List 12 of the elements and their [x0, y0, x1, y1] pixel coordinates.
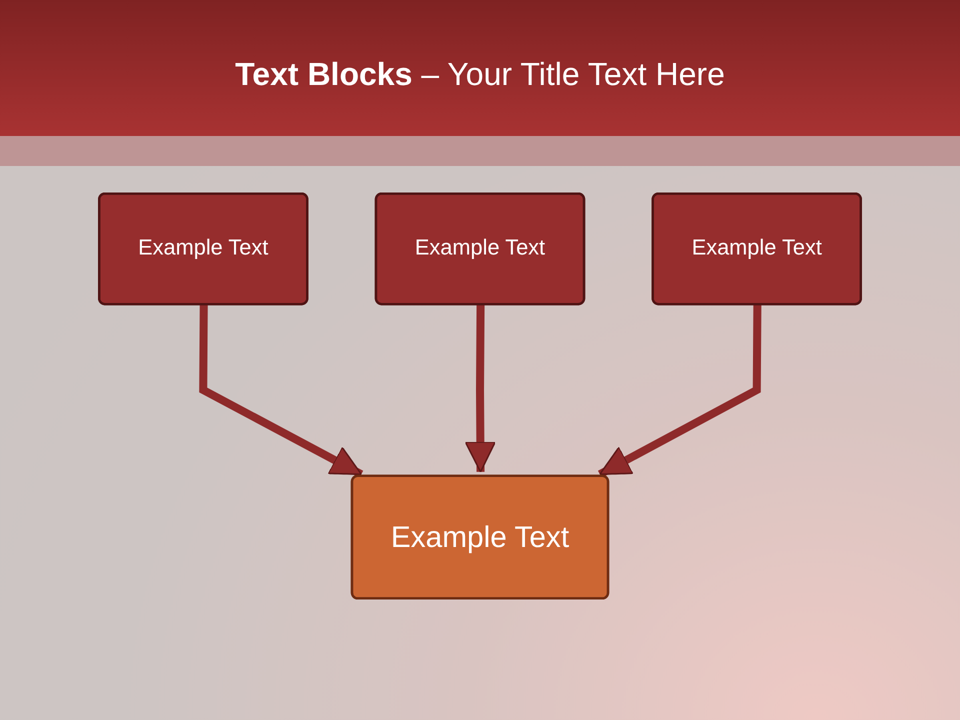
box-text: Example Text: [390, 518, 570, 556]
process-box: [98, 192, 308, 306]
process-box: [374, 192, 586, 306]
box-text: Example Text: [138, 234, 268, 262]
title: Text Blocks – Your Title Text Here: [234, 56, 726, 93]
process-box: [350, 474, 610, 600]
box-text: Example Text: [692, 234, 822, 262]
arrow: [199, 304, 364, 478]
arrow: [464, 304, 496, 473]
process-box: [652, 192, 862, 306]
arrow: [598, 304, 762, 478]
box-text: Example Text: [414, 234, 546, 262]
